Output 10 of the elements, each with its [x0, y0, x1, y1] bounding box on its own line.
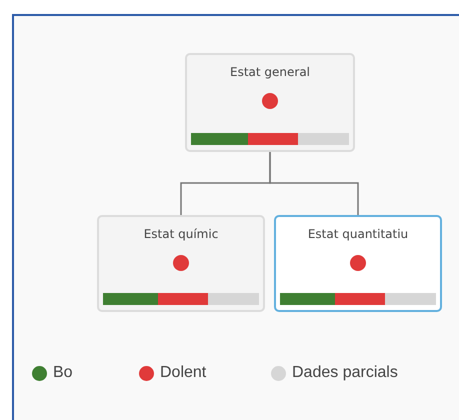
status-card [97, 215, 265, 312]
card-title: Estat químic [142, 227, 220, 241]
card-title: Estat quantitatiu [306, 227, 410, 241]
status-card [185, 53, 355, 152]
legend-label: Bo [53, 364, 73, 382]
connector-line [269, 152, 359, 215]
status-card [274, 215, 442, 312]
legend-label: Dades parcials [292, 364, 398, 382]
legend-label: Dolent [160, 364, 206, 382]
card-title: Estat general [228, 65, 312, 79]
